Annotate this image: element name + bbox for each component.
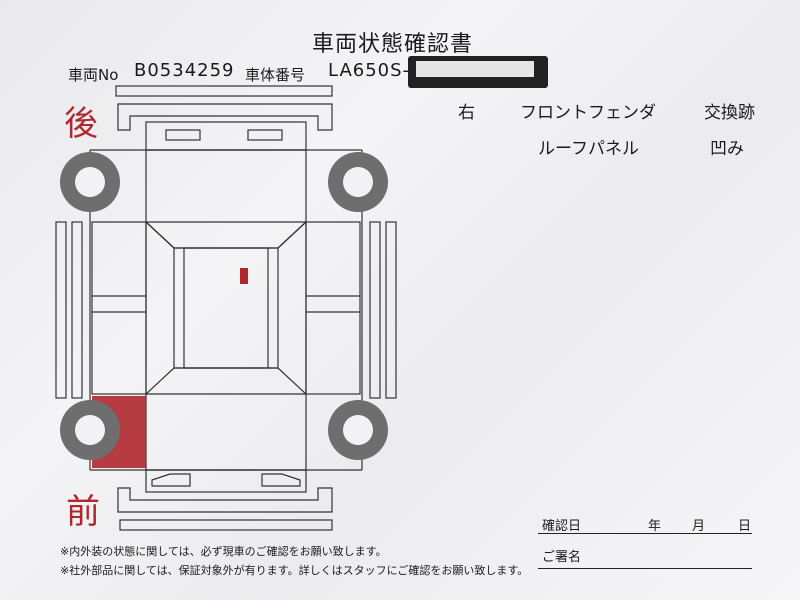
rear-label: 後 [64,104,98,144]
headlamp-left [151,473,191,487]
footer-note: ※内外装の状態に関しては、必ず現車のご確認をお願い致します。 [60,545,387,558]
right-sill [369,221,381,399]
left-side-doors [91,221,147,395]
note-part: フロントフェンダ [520,103,656,123]
vehicle-no-label: 車両No [68,66,119,84]
redaction-block [408,56,548,88]
note-status: 交換跡 [704,103,755,123]
note-side: 右 [458,103,475,123]
roof [173,247,279,369]
right-step [385,221,397,399]
document-title: 車両状態確認書 [312,32,474,57]
year-label: 年 [648,519,662,534]
roof-dent-mark [240,268,248,284]
rear-lamp-right [247,129,283,141]
wheel-front-right [328,400,388,460]
month-label: 月 [692,519,706,534]
chassis-value: LA650S- [328,60,411,81]
signature-line[interactable] [538,568,752,569]
front-panel [145,469,307,493]
rear-bumper-strip [115,85,333,97]
rear-bumper [117,103,333,131]
date-line [538,533,752,534]
signature-label: ご署名 [542,550,582,565]
front-bumper [117,487,333,513]
wheel-front-left [60,400,120,460]
left-step [71,221,83,399]
body-outline [145,149,307,471]
vehicle-no-value: B0534259 [134,60,235,81]
wheel-rear-left [60,152,120,212]
wheel-rear-right [328,152,388,212]
note-status: 凹み [710,139,744,159]
headlamp-right [261,473,301,487]
footer-note: ※社外部品に関しては、保証対象外が有ります。詳しくはスタッフにご確認をお願い致し… [60,564,529,577]
chassis-label: 車体番号 [245,66,306,84]
left-sill [55,221,67,399]
confirm-date-label: 確認日 [542,519,582,534]
front-label: 前 [66,492,100,532]
rear-lamp-left [165,129,201,141]
right-side-doors [305,221,361,395]
note-part: ルーフパネル [538,139,639,159]
front-bumper-strip [119,519,333,531]
windshield [144,367,308,395]
day-label: 日 [738,519,752,534]
roof-inner [183,247,269,369]
